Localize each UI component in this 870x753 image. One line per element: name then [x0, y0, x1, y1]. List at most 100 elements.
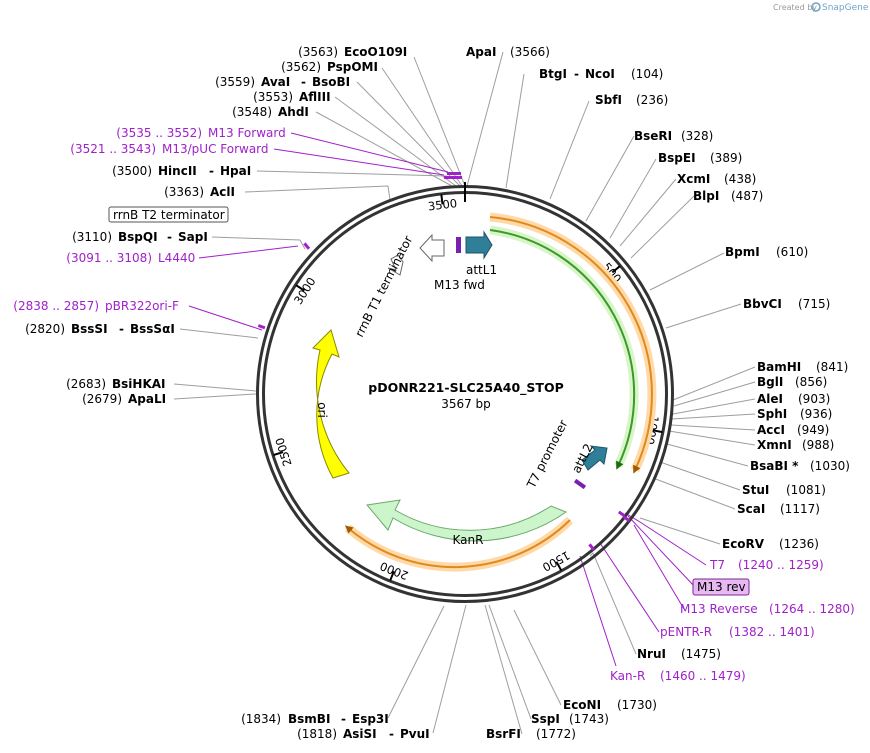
- svg-text:-: -: [341, 712, 346, 726]
- svg-text:(1743): (1743): [569, 712, 609, 726]
- svg-text:(3559): (3559): [215, 75, 255, 89]
- enzyme-label-econi[interactable]: EcoNI (1730): [563, 698, 657, 712]
- svg-text:(1475): (1475): [681, 647, 721, 661]
- primer-label-m13-puc-forward[interactable]: (3521 .. 3543) M13/pUC Forward: [70, 142, 268, 156]
- svg-text:(856): (856): [795, 375, 827, 389]
- enzyme-label-bsssi-bssssai[interactable]: (2820) BssSI - BssSαI: [25, 322, 175, 336]
- m13-fwd-mark: [456, 237, 461, 253]
- enzyme-label-xmni[interactable]: XmnI (988): [757, 438, 834, 452]
- svg-text:(610): (610): [776, 245, 808, 259]
- svg-text:(438): (438): [724, 172, 756, 186]
- primer-label-t7[interactable]: T7 (1240 .. 1259): [709, 558, 824, 572]
- enzyme-label-bsrfi[interactable]: BsrFI (1772): [486, 727, 576, 741]
- feature-bottom-orange-arrow[interactable]: [344, 519, 571, 569]
- enzyme-label-xcmi[interactable]: XcmI (438): [677, 172, 756, 186]
- svg-text:-: -: [167, 230, 172, 244]
- svg-text:SbfI: SbfI: [595, 93, 622, 107]
- svg-text:BglI: BglI: [757, 375, 783, 389]
- feature-inner-green-arrow[interactable]: [489, 229, 636, 470]
- enzyme-label-bbvci[interactable]: BbvCI (715): [743, 297, 830, 311]
- enzyme-label-btgi-ncoi[interactable]: BtgI - NcoI (104): [539, 67, 663, 81]
- svg-text:Kan-R: Kan-R: [610, 669, 645, 683]
- kanr-feature[interactable]: [366, 499, 568, 542]
- enzyme-label-ahdi[interactable]: (3548) AhdI: [232, 105, 309, 119]
- attl2-feature[interactable]: [581, 445, 608, 471]
- tick-label-1500: 1500: [540, 548, 572, 574]
- enzyme-label-acci[interactable]: AccI (949): [757, 423, 829, 437]
- enzyme-label-nrui[interactable]: NruI (1475): [637, 647, 721, 661]
- snapgene-logo-icon: [811, 2, 821, 12]
- enzyme-label-scai[interactable]: ScaI (1117): [737, 502, 820, 516]
- primer-label-m13-forward[interactable]: (3535 .. 3552) M13 Forward: [116, 126, 285, 140]
- enzyme-label-blpi[interactable]: BlpI (487): [693, 189, 763, 203]
- enzyme-label-ecorv[interactable]: EcoRV (1236): [722, 537, 819, 551]
- enzyme-label-sspi[interactable]: SspI (1743): [531, 712, 609, 726]
- plasmid-name: pDONR221-SLC25A40_STOP: [368, 380, 564, 396]
- tick-mark-2000: [389, 570, 395, 581]
- primer-label-m13-rev[interactable]: M13 rev: [692, 578, 750, 596]
- enzyme-label-bsabi[interactable]: BsaBI * (1030): [750, 459, 850, 473]
- svg-text:(1834): (1834): [241, 712, 281, 726]
- feature-outer-orange-arrow[interactable]: [489, 216, 653, 474]
- svg-text:EcoNI: EcoNI: [563, 698, 601, 712]
- svg-text:(3110): (3110): [72, 230, 112, 244]
- svg-text:(2820): (2820): [25, 322, 65, 336]
- enzyme-label-bsmbi-esp3i[interactable]: (1834) BsmBI - Esp3I: [241, 712, 389, 726]
- svg-text:(936): (936): [800, 407, 832, 421]
- enzyme-label-bspqi-sapi[interactable]: (3110) BspQI - SapI: [72, 230, 208, 244]
- svg-text:BtgI: BtgI: [539, 67, 567, 81]
- svg-text:XcmI: XcmI: [677, 172, 710, 186]
- svg-text:AccI: AccI: [757, 423, 785, 437]
- svg-text:(1030): (1030): [810, 459, 850, 473]
- primer-label-pbr322ori-f[interactable]: (2838 .. 2857) pBR322ori-F: [13, 299, 179, 313]
- tick-label-3500: 3500: [427, 196, 458, 213]
- enzyme-label-hincii-hpai[interactable]: (3500) HincII - HpaI: [112, 164, 251, 178]
- svg-text:BssSI: BssSI: [71, 322, 108, 336]
- enzyme-label-apai[interactable]: ApaI (3566): [466, 45, 550, 59]
- rrnb-t2-feature[interactable]: [387, 254, 404, 276]
- enzyme-label-bpmi[interactable]: BpmI (610): [725, 245, 808, 259]
- svg-text:(949): (949): [797, 423, 829, 437]
- enzyme-label-stui[interactable]: StuI (1081): [742, 483, 826, 497]
- enzyme-label-ecoo109i[interactable]: (3563) EcoO109I: [298, 45, 407, 59]
- primer-site-marks: [257, 172, 631, 551]
- rrnb-t1-feature[interactable]: [419, 233, 445, 263]
- credit-prefix: Created by: [773, 3, 817, 12]
- svg-text:(988): (988): [802, 438, 834, 452]
- enzyme-label-bseri[interactable]: BseRI (328): [634, 129, 713, 143]
- enzyme-label-sbfi[interactable]: SbfI (236): [595, 93, 668, 107]
- tick-mark-1000: [652, 429, 663, 434]
- svg-text:SspI: SspI: [531, 712, 560, 726]
- enzyme-label-asisi-pvui[interactable]: (1818) AsiSI - PvuI: [297, 727, 430, 741]
- enzyme-label-bsihkai[interactable]: (2683) BsiHKAI: [66, 377, 165, 391]
- svg-text:(3562): (3562): [281, 60, 321, 74]
- primer-label-pentr-r[interactable]: pENTR-R (1382 .. 1401): [660, 625, 815, 639]
- enzyme-label-sphi[interactable]: SphI (936): [757, 407, 832, 421]
- svg-text:M13 Forward: M13 Forward: [208, 126, 286, 140]
- primer-label-kan-r[interactable]: Kan-R (1460 .. 1479): [610, 669, 746, 683]
- svg-text:(3563): (3563): [298, 45, 338, 59]
- svg-text:SphI: SphI: [757, 407, 787, 421]
- svg-text:(3363): (3363): [164, 185, 204, 199]
- attl1-label: attL1: [466, 263, 497, 277]
- ori-feature[interactable]: [312, 329, 350, 479]
- enzyme-label-bgli[interactable]: BglI (856): [757, 375, 827, 389]
- svg-text:PvuI: PvuI: [400, 727, 430, 741]
- primer-label-l4440[interactable]: (3091 .. 3108) L4440: [66, 251, 195, 265]
- svg-text:BseRI: BseRI: [634, 129, 672, 143]
- enzyme-label-acli[interactable]: (3363) AclI: [164, 185, 235, 199]
- enzyme-label-pspomi[interactable]: (3562) PspOMI: [281, 60, 378, 74]
- enzyme-label-apali[interactable]: (2679) ApaLI: [82, 392, 166, 406]
- enzyme-label-bamhi[interactable]: BamHI (841): [757, 360, 848, 374]
- primer-label-m13-reverse[interactable]: M13 Reverse (1264 .. 1280): [680, 602, 855, 616]
- enzyme-label-avai-bsobi[interactable]: (3559) AvaI - BsoBI: [215, 75, 350, 89]
- svg-text:(3500): (3500): [112, 164, 152, 178]
- enzyme-label-alei[interactable]: AleI (903): [757, 392, 830, 406]
- svg-text:(487): (487): [731, 189, 763, 203]
- enzyme-label-bspei[interactable]: BspEI (389): [658, 151, 742, 165]
- svg-text:AflIII: AflIII: [299, 90, 331, 104]
- svg-text:NruI: NruI: [637, 647, 666, 661]
- enzyme-label-afliii[interactable]: (3553) AflIII: [253, 90, 330, 104]
- attl1-feature[interactable]: [465, 230, 493, 260]
